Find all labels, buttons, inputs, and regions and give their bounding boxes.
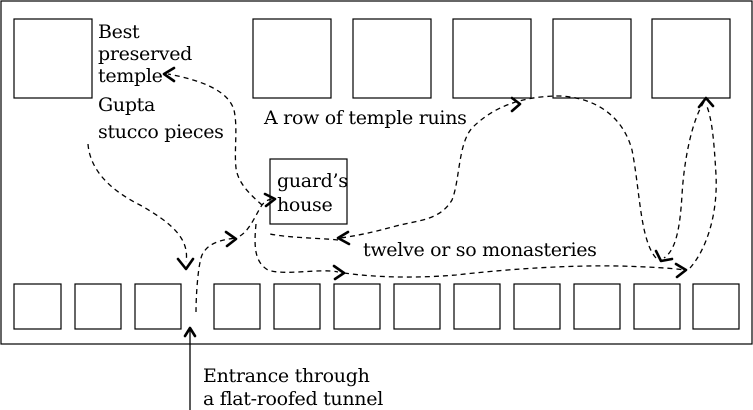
label-line: house bbox=[277, 194, 332, 216]
monastery-cell bbox=[633, 283, 681, 330]
monastery-cell bbox=[273, 283, 321, 330]
route-arrowhead bbox=[336, 230, 351, 246]
route-arrowhead bbox=[263, 192, 277, 208]
label-monasteries: twelve or so monasteries bbox=[363, 239, 597, 261]
entrance-arrowhead bbox=[183, 326, 197, 338]
monastery-cell bbox=[213, 283, 261, 330]
label-line: Best bbox=[98, 21, 140, 43]
route-arrowhead bbox=[697, 96, 715, 109]
route-segment bbox=[343, 265, 685, 278]
monastery-cell bbox=[74, 283, 122, 330]
label-entrance: Entrance through a flat-roofed tunnel bbox=[203, 365, 383, 410]
route-segment bbox=[87, 143, 188, 263]
temple-ruin bbox=[552, 18, 632, 99]
monastery-cell bbox=[692, 283, 740, 330]
temple-row bbox=[13, 18, 731, 99]
monastery-cell bbox=[573, 283, 621, 330]
monastery-cell bbox=[13, 283, 62, 330]
route-segment bbox=[167, 73, 263, 206]
temple-ruin bbox=[452, 18, 532, 99]
route-arrowhead bbox=[224, 230, 238, 248]
visitor-route bbox=[87, 66, 717, 313]
label-guards-house: guard’s house bbox=[277, 170, 353, 216]
label-line: preserved bbox=[98, 43, 192, 65]
monastery-cell bbox=[134, 283, 182, 330]
label-line: Entrance through bbox=[203, 365, 370, 387]
monastery-row bbox=[13, 283, 740, 330]
route-segment bbox=[663, 101, 705, 259]
route-arrowhead bbox=[162, 66, 176, 83]
monastery-cell bbox=[333, 283, 381, 330]
label-line: temple bbox=[98, 65, 163, 87]
route-arrowhead bbox=[674, 262, 688, 279]
temple-ruin bbox=[352, 18, 432, 99]
route-segment bbox=[195, 237, 237, 313]
guards-house-box bbox=[269, 158, 348, 225]
route-segment bbox=[689, 103, 717, 269]
label-line: a flat-roofed tunnel bbox=[203, 388, 383, 410]
site-boundary bbox=[0, 0, 753, 345]
label-temple-row: A row of temple ruins bbox=[263, 107, 467, 129]
temple-ruin bbox=[252, 18, 332, 99]
label-best-preserved-temple: Best preserved temple bbox=[98, 21, 198, 87]
monastery-cell bbox=[453, 283, 501, 330]
label-line: Gupta bbox=[98, 94, 155, 116]
monastery-cell bbox=[513, 283, 561, 330]
route-arrowhead bbox=[510, 96, 522, 113]
temple-ruin-best-preserved bbox=[13, 18, 93, 99]
route-segment bbox=[269, 233, 339, 241]
route-arrowhead bbox=[176, 257, 195, 271]
route-arrowhead bbox=[332, 264, 346, 281]
label-line: guard’s bbox=[277, 170, 348, 192]
route-arrowhead bbox=[654, 249, 674, 263]
monastery-cell bbox=[393, 283, 441, 330]
temple-ruin bbox=[651, 18, 731, 99]
label-line: stucco pieces bbox=[98, 121, 224, 143]
label-gupta-stucco: Gupta stucco pieces bbox=[98, 94, 224, 143]
route-segment bbox=[254, 223, 339, 273]
